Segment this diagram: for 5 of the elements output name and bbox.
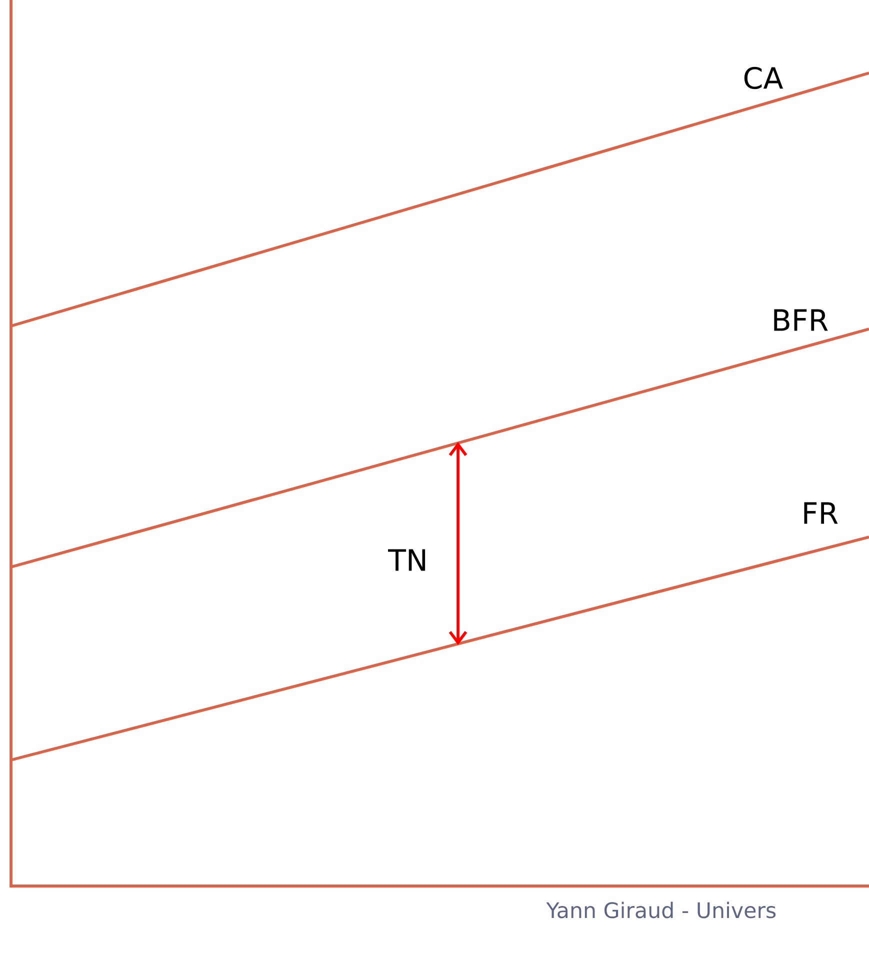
line-label: FR — [804, 502, 838, 524]
line-label: CA — [744, 66, 784, 90]
line-label: BFR — [774, 309, 828, 331]
footer-text: Yann Giraud - Univers — [546, 902, 776, 918]
line-label: TN — [388, 549, 426, 571]
